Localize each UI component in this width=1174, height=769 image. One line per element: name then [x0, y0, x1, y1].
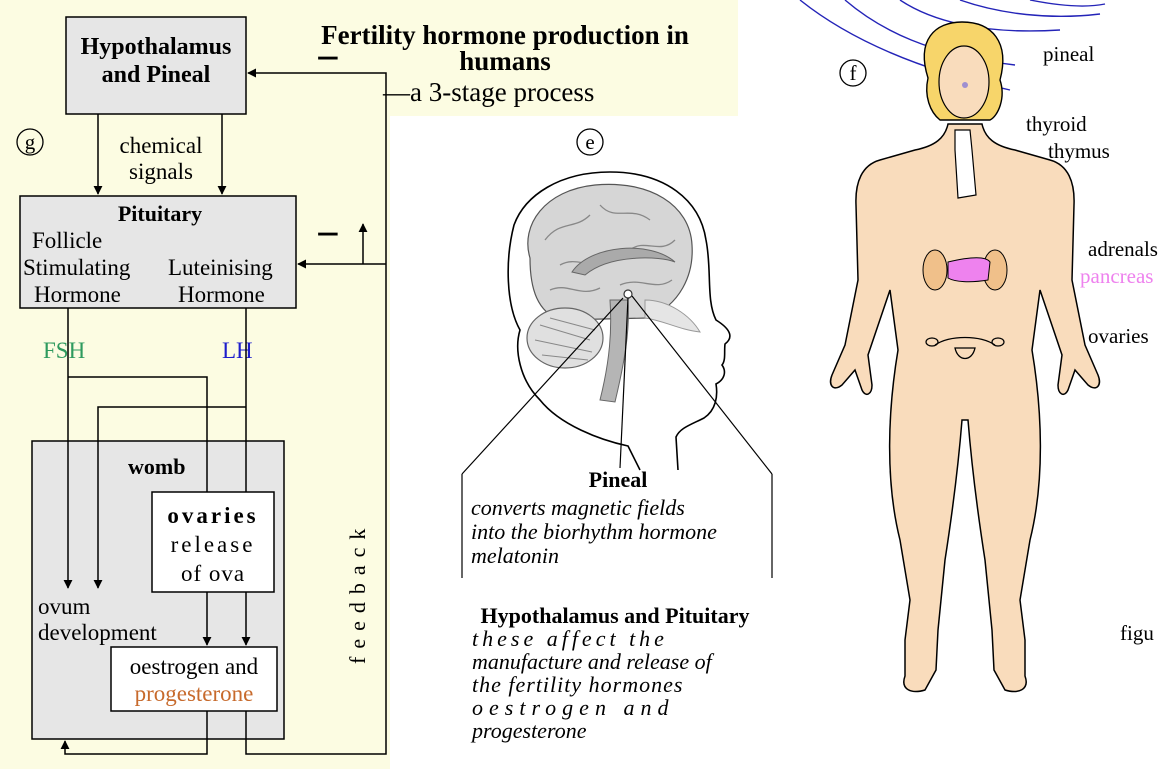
pineal-description-line2: into the biorhythm hormone [471, 519, 717, 544]
negative-sign-pituitary: − [316, 212, 340, 258]
flowchart-title-line2: humans [459, 46, 551, 76]
pineal-title: Pineal [589, 467, 648, 492]
feedback-label: feedback [345, 521, 370, 664]
chemical-signals-label-line2: signals [129, 159, 193, 184]
flowchart-subtitle: —a 3-stage process [382, 77, 594, 107]
hypothalamus-label-line2: and Pineal [102, 62, 211, 88]
ovaries-box-line2: of ova [181, 561, 245, 586]
fsh-label: FSH [43, 338, 85, 363]
stage-f-label: f [850, 61, 857, 85]
fsh-hormone-name-line3: Hormone [34, 282, 121, 307]
hp-title: Hypothalamus and Pituitary [481, 603, 750, 628]
field-line-5 [1030, 0, 1105, 6]
thyroid-label: thyroid [1026, 112, 1087, 136]
body-silhouette [831, 124, 1100, 691]
fsh-hormone-name-line1: Follicle [32, 228, 102, 253]
ovaries-box-title: ovaries [167, 503, 258, 528]
pancreas-organ [948, 258, 990, 282]
adrenals-label: adrenals [1088, 237, 1158, 261]
pituitary-title: Pituitary [118, 201, 202, 226]
ovaries-box-line1: release [171, 532, 256, 557]
ovum-development-label-line2: development [38, 620, 157, 645]
cerebellum [527, 308, 603, 368]
pancreas-label: pancreas [1080, 264, 1153, 288]
stage-g-label: g [25, 130, 36, 154]
hypothalamus-label: Hypothalamus [81, 34, 232, 60]
pineal-description-line1: converts magnetic fields [471, 495, 685, 520]
pineal-description-line3: melatonin [471, 543, 559, 568]
hp-line3: the fertility hormones [472, 672, 683, 697]
hp-line5: progesterone [470, 718, 587, 743]
pineal-marker-icon [962, 82, 968, 88]
progesterone-label: progesterone [135, 681, 254, 706]
brain-panel: e Pineal converts magnetic fields into t… [462, 129, 772, 743]
hp-line2: manufacture and release of [472, 649, 715, 674]
womb-title: womb [128, 454, 185, 479]
hp-line4: oestrogen and [472, 695, 674, 720]
fsh-hormone-name-line2: Stimulating [23, 255, 131, 280]
lh-hormone-name-line2: Hormone [178, 282, 265, 307]
chemical-signals-label: chemical [119, 133, 202, 158]
hp-line1: these affect the [472, 626, 668, 651]
face [939, 46, 989, 118]
pineal-gland-marker [624, 290, 632, 298]
oestrogen-label: oestrogen and [130, 654, 259, 679]
partial-caption: figu [1120, 621, 1154, 645]
left-adrenal [923, 250, 947, 290]
field-line-4 [960, 0, 1100, 16]
lh-hormone-name-line1: Luteinising [168, 255, 273, 280]
pineal-body-label: pineal [1043, 42, 1094, 66]
body-panel: f pineal thyroid thymus adrenals pancrea… [800, 0, 1158, 691]
lh-label: LH [222, 338, 253, 363]
ovum-development-label: ovum [38, 594, 91, 619]
stage-e-label: e [585, 130, 594, 154]
negative-sign-hypothalamus: − [316, 36, 340, 82]
thymus-label: thymus [1048, 139, 1110, 163]
ovaries-body-label: ovaries [1088, 324, 1149, 348]
